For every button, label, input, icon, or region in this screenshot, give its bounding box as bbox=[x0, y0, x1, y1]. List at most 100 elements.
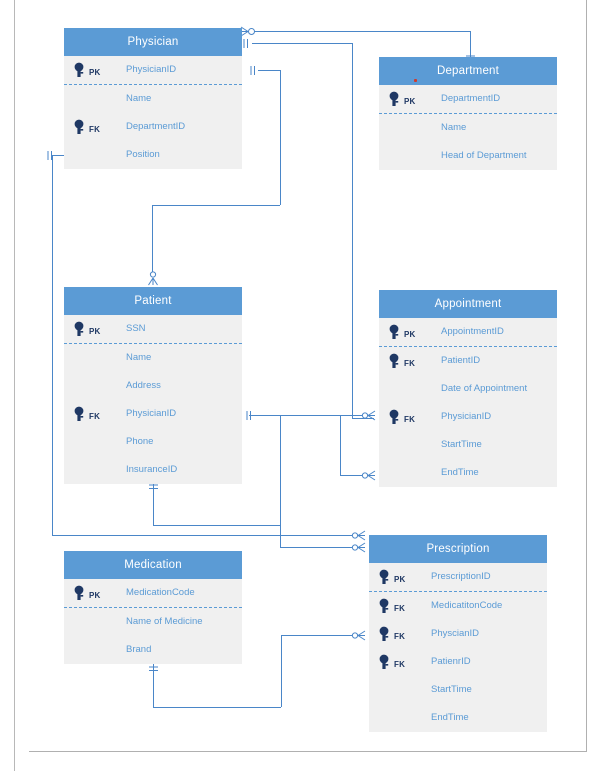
connector-medication-prescription-h1 bbox=[153, 707, 281, 708]
one-marker-patient-bottom bbox=[148, 482, 159, 494]
field-label: Date of Appointment bbox=[441, 383, 528, 394]
key-icon bbox=[378, 654, 424, 670]
field-label: Head of Department bbox=[441, 150, 527, 161]
connector-patient-physician-v bbox=[52, 155, 53, 535]
connector-physician-department-h bbox=[252, 31, 470, 32]
entity-appointment-title: Appointment bbox=[379, 290, 557, 318]
field-label: Phone bbox=[126, 436, 154, 447]
one-and-only-one-marker-physician-top bbox=[240, 38, 252, 49]
field-row[interactable]: FK PhysicianID bbox=[379, 403, 557, 431]
field-row[interactable]: PK PhysicianID bbox=[64, 56, 242, 85]
key-icon bbox=[73, 585, 119, 601]
field-row[interactable]: Name of Medicine bbox=[64, 608, 242, 636]
entity-medication-fields: PK MedicationCode Name of Medicine Brand bbox=[64, 579, 242, 664]
field-label: Name bbox=[126, 93, 152, 104]
field-row[interactable]: StartTime bbox=[369, 676, 547, 704]
entity-physician-title: Physician bbox=[64, 28, 242, 56]
entity-physician[interactable]: Physician PK PhysicianID Name bbox=[64, 28, 242, 169]
field-label: PhysicianID bbox=[441, 411, 492, 422]
key-icon bbox=[73, 406, 119, 422]
field-row[interactable]: Phone bbox=[64, 428, 242, 456]
field-row[interactable]: Name bbox=[64, 85, 242, 113]
field-row[interactable]: PK PrescriptionID bbox=[369, 563, 547, 592]
connector-patient-physician-h2 bbox=[52, 535, 280, 536]
connector-physician-appointment-h1 bbox=[252, 43, 352, 44]
field-row[interactable]: Address bbox=[64, 372, 242, 400]
connector-physician-patient-h1 bbox=[258, 70, 280, 71]
connector-patient-prescription-h2 bbox=[280, 535, 364, 536]
field-row[interactable]: EndTime bbox=[369, 704, 547, 732]
field-row[interactable]: PK DepartmentID bbox=[379, 85, 557, 114]
connector-appointment-endtime-h bbox=[340, 475, 374, 476]
field-row[interactable]: FK PatienrID bbox=[369, 648, 547, 676]
field-row[interactable]: EndTime bbox=[379, 459, 557, 487]
key-tag: FK bbox=[89, 412, 101, 421]
connector-patient-prescription-v1 bbox=[153, 480, 154, 525]
field-label: Name of Medicine bbox=[126, 616, 203, 627]
field-row[interactable]: Name bbox=[64, 344, 242, 372]
connector-medication-prescription-v1 bbox=[153, 663, 154, 707]
one-and-only-one-marker-patient-right bbox=[243, 410, 255, 421]
entity-department[interactable]: Department PK DepartmentID Name Head of … bbox=[379, 57, 557, 170]
field-label: PhyscianID bbox=[431, 628, 480, 639]
field-label: Position bbox=[126, 149, 160, 160]
field-label: StartTime bbox=[431, 684, 472, 695]
field-row[interactable]: StartTime bbox=[379, 431, 557, 459]
entity-prescription[interactable]: Prescription PK PrescriptionID bbox=[369, 535, 547, 732]
connector-prescription-in-v bbox=[280, 535, 281, 547]
field-row[interactable]: FK PhyscianID bbox=[369, 620, 547, 648]
connector-patient-prescription-h1 bbox=[153, 525, 280, 526]
entity-physician-fields: PK PhysicianID Name FK DepartmentID Pos bbox=[64, 56, 242, 169]
key-icon bbox=[388, 353, 434, 369]
field-row[interactable]: FK DepartmentID bbox=[64, 113, 242, 141]
entity-medication[interactable]: Medication PK MedicationCode Name of Med… bbox=[64, 551, 242, 664]
field-label: MedicationCode bbox=[126, 587, 195, 598]
field-label: SSN bbox=[126, 323, 146, 334]
field-row[interactable]: PK AppointmentID bbox=[379, 318, 557, 347]
key-icon bbox=[73, 119, 119, 135]
field-row[interactable]: Date of Appointment bbox=[379, 375, 557, 403]
field-row[interactable]: Head of Department bbox=[379, 142, 557, 170]
field-label: EndTime bbox=[431, 712, 469, 723]
field-label: PhysicianID bbox=[126, 64, 177, 75]
entity-department-title: Department bbox=[379, 57, 557, 85]
entity-appointment[interactable]: Appointment PK AppointmentID bbox=[379, 290, 557, 487]
entity-patient[interactable]: Patient PK SSN Name Address bbox=[64, 287, 242, 484]
field-label: Brand bbox=[126, 644, 152, 655]
field-label: InsuranceID bbox=[126, 464, 178, 475]
connector-patient-prescription-v2 bbox=[280, 525, 281, 535]
connector-physician-appointment-v bbox=[352, 43, 353, 418]
key-icon bbox=[388, 91, 434, 107]
field-row[interactable]: InsuranceID bbox=[64, 456, 242, 484]
entity-prescription-fields: PK PrescriptionID FK MedicatitonCode bbox=[369, 563, 547, 732]
zero-or-many-marker-prescription-3 bbox=[351, 630, 367, 641]
field-row[interactable]: PK SSN bbox=[64, 315, 242, 344]
entity-department-fields: PK DepartmentID Name Head of Department bbox=[379, 85, 557, 170]
key-icon bbox=[388, 324, 434, 340]
field-label: Name bbox=[441, 122, 467, 133]
connector-physician-appointment-h2 bbox=[352, 418, 374, 419]
zero-or-many-marker-appointment-physicianid bbox=[361, 410, 377, 421]
key-icon bbox=[378, 626, 424, 642]
key-icon bbox=[378, 569, 424, 585]
field-row[interactable]: Position bbox=[64, 141, 242, 169]
key-tag: FK bbox=[394, 660, 406, 669]
field-row[interactable]: PK MedicationCode bbox=[64, 579, 242, 608]
field-row[interactable]: FK MedicatitonCode bbox=[369, 592, 547, 620]
one-and-only-one-marker-physician-left bbox=[44, 150, 56, 161]
connector-physician-department-v bbox=[470, 31, 471, 57]
field-row[interactable]: FK PatientID bbox=[379, 347, 557, 375]
zero-or-many-marker-prescription-2 bbox=[351, 542, 367, 553]
field-label: MedicatitonCode bbox=[431, 600, 503, 611]
field-row[interactable]: Name bbox=[379, 114, 557, 142]
field-row[interactable]: Brand bbox=[64, 636, 242, 664]
key-tag: PK bbox=[394, 575, 406, 584]
key-tag: FK bbox=[394, 604, 406, 613]
zero-or-many-marker-patient-top bbox=[147, 271, 159, 287]
field-row[interactable]: FK PhysicianID bbox=[64, 400, 242, 428]
field-label: EndTime bbox=[441, 467, 479, 478]
key-icon bbox=[73, 62, 119, 78]
key-tag: PK bbox=[89, 327, 101, 336]
entity-patient-fields: PK SSN Name Address FK PhysicianID bbox=[64, 315, 242, 484]
